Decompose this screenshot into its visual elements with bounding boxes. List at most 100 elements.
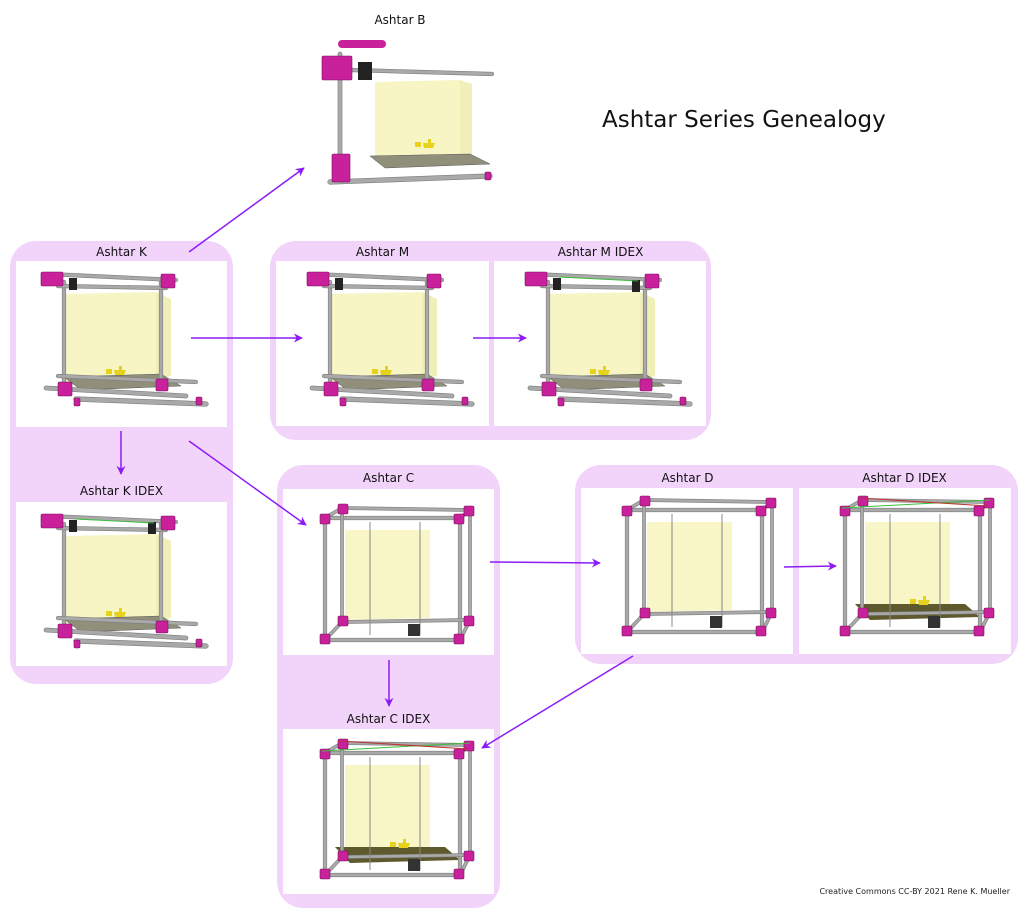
build-volume [865, 522, 950, 612]
corner-bracket-top-right [160, 273, 176, 289]
label-ashtar-k-idex: Ashtar K IDEX [79, 484, 164, 498]
hotend-carriage-2 [148, 522, 156, 534]
z-motor [408, 859, 420, 871]
corner-bracket-2 [639, 495, 651, 507]
build-volume [647, 522, 732, 612]
x-rail [348, 68, 494, 76]
back-frame-rail-0 [340, 506, 472, 512]
back-frame-rail-2 [860, 610, 992, 616]
base-rail-back [540, 374, 682, 384]
corner-bracket-0 [319, 748, 331, 760]
label-ashtar-b: Ashtar B [374, 13, 426, 27]
printer-ashtar-c [319, 503, 475, 645]
base-rail [328, 174, 492, 184]
build-volume-side [640, 292, 655, 379]
corner-bracket-7 [765, 607, 777, 619]
belt-red [339, 740, 469, 750]
label-ashtar-m: Ashtar M [355, 245, 410, 259]
back-frame-rail-2 [642, 610, 774, 616]
corner-bracket-4 [839, 625, 851, 637]
hotend-carriage [335, 278, 343, 290]
corner-bracket-bottom-left [57, 381, 73, 397]
foot-2 [195, 638, 203, 648]
diagram-title: Ashtar Series Genealogy [602, 107, 886, 133]
base-rail-bottom [558, 397, 692, 406]
belt-green [559, 276, 639, 282]
corner-bracket-top-right [426, 273, 442, 289]
printer-ashtar-d [621, 495, 777, 637]
corner-bracket-6 [337, 615, 349, 627]
printer-ashtar-b [321, 40, 495, 185]
print-cube [415, 142, 421, 147]
corner-bracket-1 [755, 505, 767, 517]
hotend-carriage [553, 278, 561, 290]
corner-bracket-4 [319, 868, 331, 880]
print-benchy [423, 139, 435, 148]
print-cube [390, 842, 396, 847]
build-volume-front [66, 292, 156, 382]
label-ashtar-m-idex: Ashtar M IDEX [557, 245, 644, 259]
label-ashtar-d: Ashtar D [661, 471, 714, 485]
corner-bracket-top-right [160, 515, 176, 531]
print-cube [590, 369, 596, 374]
z-motor [710, 616, 722, 628]
credit-text: Creative Commons CC-BY 2021 Rene K. Muel… [819, 887, 1010, 896]
top-rail-back [312, 272, 444, 282]
build-volume-front [332, 292, 422, 382]
printer-ashtar-k-idex [40, 513, 209, 649]
corner-bracket-bottom-left [541, 381, 557, 397]
corner-bracket-top-left [524, 271, 548, 287]
corner-bracket-7 [983, 607, 995, 619]
corner-bracket-5 [973, 625, 985, 637]
print-benchy [114, 608, 126, 617]
back-frame-rail-2 [340, 853, 472, 859]
foot [484, 171, 492, 181]
build-volume-side [422, 292, 437, 379]
label-ashtar-c: Ashtar C [362, 471, 415, 485]
build-volume [345, 765, 430, 855]
printer-ashtar-d-idex [839, 495, 995, 637]
build-volume-front [550, 292, 640, 382]
corner-bracket-5 [453, 868, 465, 880]
arrow-d-to-c-idex [481, 655, 634, 749]
print-bed [369, 153, 491, 169]
print-cube [910, 599, 916, 604]
base-rail-bottom [74, 397, 208, 406]
foot-1 [339, 397, 347, 407]
label-ashtar-k: Ashtar K [96, 245, 147, 259]
corner-bracket-4 [621, 625, 633, 637]
print-benchy [918, 596, 930, 605]
corner-bracket-top-left [40, 271, 64, 287]
base-rail-back [56, 616, 198, 626]
corner-bracket-6 [337, 850, 349, 862]
corner-bracket-bottom-left [57, 623, 73, 639]
hotend-carriage [69, 520, 77, 532]
print-cube [372, 369, 378, 374]
print-benchy [598, 366, 610, 375]
corner-bracket-7 [463, 850, 475, 862]
belt-green [841, 499, 991, 509]
belt-red [859, 497, 989, 507]
build-volume [345, 530, 430, 620]
base-bracket [331, 153, 351, 183]
corner-bracket-5 [453, 633, 465, 645]
arrow-k-to-b [188, 167, 305, 253]
corner-bracket-bottom-right [421, 378, 435, 392]
corner-bracket-4 [319, 633, 331, 645]
base-rail-back [56, 374, 198, 384]
build-volume-side [460, 80, 472, 159]
corner-bracket-2 [337, 503, 349, 515]
x-motor-mount [321, 55, 353, 81]
handle [338, 40, 386, 48]
base-rail-bottom [340, 397, 474, 406]
foot-1 [73, 639, 81, 649]
corner-bracket-2 [337, 738, 349, 750]
build-volume-side [156, 292, 171, 379]
corner-bracket-top-left [306, 271, 330, 287]
label-ashtar-c-idex: Ashtar C IDEX [346, 712, 431, 726]
corner-bracket-3 [765, 497, 777, 509]
hotend-carriage-2 [632, 280, 640, 292]
printer-ashtar-c-idex [319, 738, 475, 880]
corner-bracket-3 [983, 497, 995, 509]
corner-bracket-1 [453, 513, 465, 525]
